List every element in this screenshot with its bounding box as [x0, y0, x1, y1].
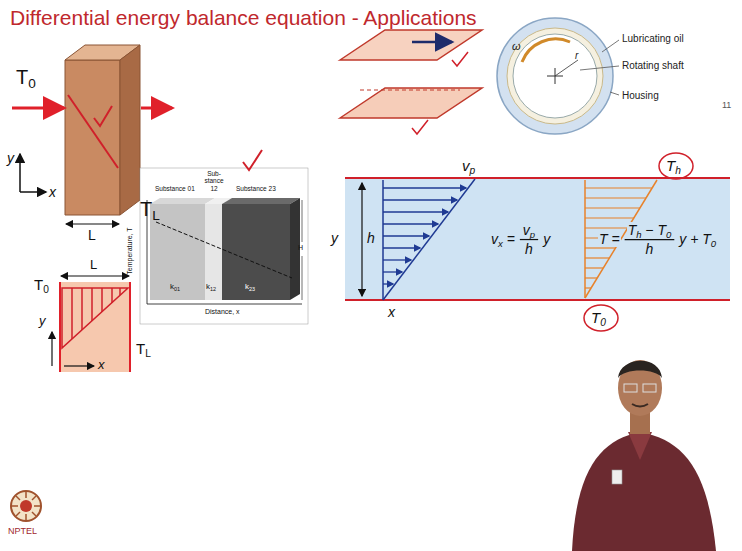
slide-title: Differential energy balance equation - A…: [10, 6, 477, 30]
symbol-label: r: [575, 50, 578, 62]
equation-part: vp: [522, 222, 536, 238]
conductivity-label: k01: [170, 282, 180, 291]
slide-number: 11: [722, 100, 731, 110]
layer-label: Substance 23: [236, 185, 276, 192]
axis-label: y: [7, 150, 14, 166]
parallel-plates: [340, 30, 482, 134]
axis-label: x: [98, 358, 105, 373]
logo-text: NPTEL: [8, 526, 37, 536]
axis-title: Temperature, T: [126, 227, 134, 274]
presenter-figure: [572, 360, 716, 551]
dimension-label: L: [90, 258, 97, 273]
journal-bearing: [497, 18, 619, 134]
equation-part: T =: [598, 231, 621, 247]
equation-part: y + T0: [678, 231, 717, 247]
axis-label: y: [331, 230, 338, 246]
axis-label: x: [49, 184, 56, 200]
couette-flow: [345, 153, 730, 331]
part-label: Lubricating oil: [622, 33, 684, 45]
conductivity-label: k12: [206, 282, 216, 291]
conductivity-label: k23: [245, 282, 255, 291]
equation-part: h: [645, 241, 655, 257]
part-label: Housing: [622, 90, 659, 102]
temperature-label: Th: [666, 157, 681, 174]
composite-wall-figure: [140, 150, 308, 324]
layer-label: Sub- stance 12: [203, 170, 225, 192]
nptel-logo: [11, 491, 41, 521]
equation-part: h: [524, 241, 534, 257]
axis-label: y: [39, 314, 46, 329]
temperature-profile-panel: [52, 276, 130, 372]
equation-part: Th − T0: [627, 222, 673, 238]
temperature-label: T0: [16, 66, 36, 89]
dimension-label: L: [88, 227, 96, 243]
equation-part: vx =: [490, 231, 516, 247]
temperature-label: T0: [34, 276, 49, 293]
temperature-label: T0: [591, 309, 606, 326]
axis-title: Distance, x: [205, 308, 240, 316]
dimension-label: h: [367, 230, 375, 246]
dimension-label: H: [298, 244, 303, 252]
temperature-label: TL: [136, 340, 151, 357]
symbol-label: ω: [512, 40, 521, 53]
layer-label: Substance 01: [155, 185, 195, 192]
velocity-label: vp: [462, 157, 475, 174]
temperature-label: TL: [140, 198, 160, 221]
part-label: Rotating shaft: [622, 60, 684, 72]
axis-label: x: [388, 304, 395, 320]
equation-part: y: [542, 231, 551, 247]
